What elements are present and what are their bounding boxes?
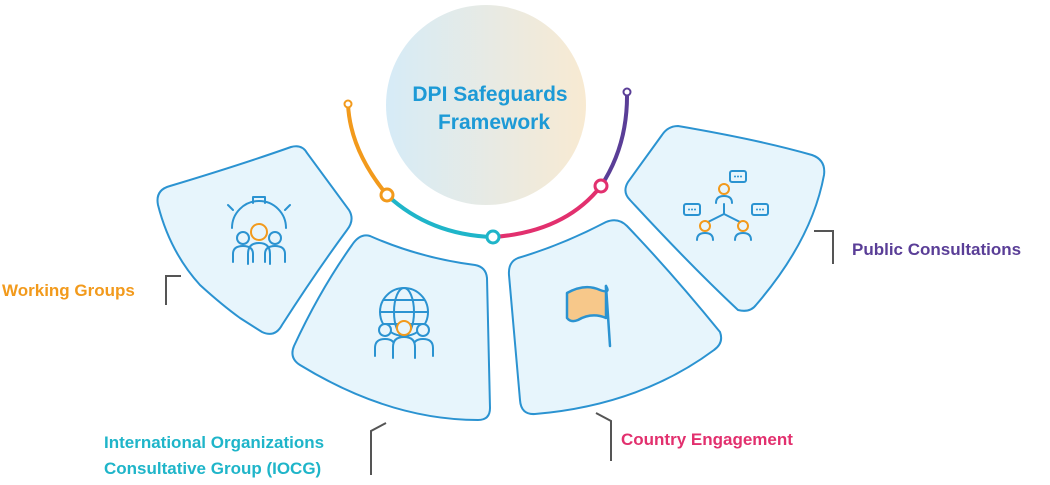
card-working-groups — [156, 145, 353, 335]
card-country-engagement — [507, 219, 723, 416]
label-working-groups: Working Groups — [2, 281, 135, 300]
center-title-line1: DPI Safeguards — [412, 83, 567, 106]
arc-node-teal — [485, 229, 501, 245]
arc-node-pink — [593, 178, 609, 194]
arc-segment-teal — [385, 193, 495, 239]
globe-people-icon — [374, 287, 434, 359]
arc-segment-purple — [599, 90, 630, 188]
connector-country-engagement — [595, 412, 612, 461]
arc-segment-orange — [346, 102, 389, 197]
center-title-line2: Framework — [438, 111, 550, 134]
arc-end-dot-orange — [343, 99, 353, 109]
card-public-consultations — [624, 124, 826, 312]
arc-segment-pink — [491, 184, 603, 239]
label-iocg-line1: International Organizations — [104, 433, 324, 452]
center-circle — [386, 5, 586, 205]
consultation-network-icon — [683, 170, 769, 241]
arc-node-orange — [379, 187, 395, 203]
connector-working-groups — [165, 275, 181, 305]
connector-iocg — [370, 422, 387, 475]
label-iocg-line2: Consultative Group (IOCG) — [104, 459, 321, 478]
arc-end-dot-purple — [622, 87, 632, 97]
connector-public-consultations — [814, 230, 834, 264]
label-country-engagement: Country Engagement — [621, 430, 793, 449]
flag-icon — [565, 284, 612, 348]
team-gear-icon — [227, 196, 291, 265]
label-public-consultations: Public Consultations — [852, 240, 1021, 259]
